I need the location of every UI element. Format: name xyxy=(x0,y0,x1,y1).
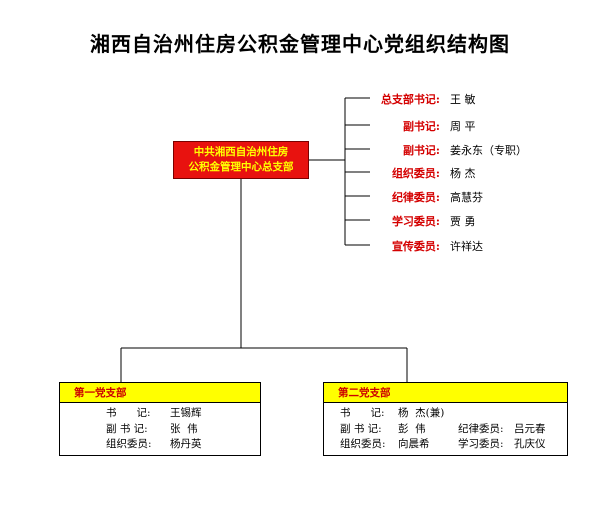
member-role-secondary: 学习委员: xyxy=(458,438,504,450)
committee-name: 高慧芬 xyxy=(450,191,483,204)
connector-lines xyxy=(120,97,408,382)
branch-box-second: 第二党支部 书 记: 杨 杰(兼) 副 书 记: 彭 伟 纪律委员: 吕元春 组… xyxy=(323,382,568,456)
committee-name: 许祥达 xyxy=(450,240,483,253)
branch-member-row: 书 记: 杨 杰(兼) xyxy=(324,406,567,422)
member-role: 书 记: xyxy=(340,407,385,419)
branch-member-row: 副 书 记: 张 伟 xyxy=(60,422,260,438)
member-role: 副 书 记: xyxy=(106,422,148,435)
branch-member-row: 书 记: 王锡辉 xyxy=(60,406,260,422)
committee-role: 纪律委员: xyxy=(391,191,440,204)
committee-role: 副书记: xyxy=(402,120,440,133)
root-line-2: 公积金管理中心总支部 xyxy=(188,161,294,173)
member-name: 杨丹英 xyxy=(170,438,202,450)
branch-title: 第二党支部 xyxy=(324,383,567,403)
committee-name: 杨 杰 xyxy=(450,167,476,180)
committee-name: 周 平 xyxy=(450,120,476,133)
committee-role: 学习委员: xyxy=(391,215,440,228)
member-name: 王锡辉 xyxy=(170,407,202,419)
committee-role: 宣传委员: xyxy=(391,240,440,253)
committee-role: 副书记: xyxy=(402,144,440,157)
branch-member-row: 副 书 记: 彭 伟 纪律委员: 吕元春 xyxy=(324,422,567,438)
member-name: 彭 伟 xyxy=(398,422,426,435)
committee-role: 组织委员: xyxy=(391,167,440,180)
committee-name: 王 敏 xyxy=(450,93,476,106)
member-role: 组织委员: xyxy=(340,438,386,450)
member-role: 书 记: xyxy=(106,407,151,419)
member-role: 组织委员: xyxy=(106,438,152,450)
member-role-secondary: 纪律委员: xyxy=(458,422,504,435)
member-name-secondary: 孔庆仪 xyxy=(514,438,546,450)
branch-box-first: 第一党支部 书 记: 王锡辉 副 书 记: 张 伟 组织委员: 杨丹英 xyxy=(59,382,261,456)
committee-role: 总支部书记: xyxy=(380,93,440,106)
page-title: 湘西自治州住房公积金管理中心党组织结构图 xyxy=(90,32,510,56)
branch-members: 书 记: 王锡辉 副 书 记: 张 伟 组织委员: 杨丹英 xyxy=(60,403,260,453)
member-role: 副 书 记: xyxy=(340,422,382,435)
root-party-branch-box: 中共湘西自治州住房 公积金管理中心总支部 xyxy=(173,141,309,179)
member-name-secondary: 吕元春 xyxy=(514,422,546,435)
member-name: 张 伟 xyxy=(170,422,198,435)
root-line-1: 中共湘西自治州住房 xyxy=(193,146,289,158)
member-name: 向晨希 xyxy=(398,438,430,450)
member-name: 杨 杰(兼) xyxy=(398,407,445,419)
committee-name: 贾 勇 xyxy=(450,215,476,228)
branch-members: 书 记: 杨 杰(兼) 副 书 记: 彭 伟 纪律委员: 吕元春 组织委员: 向… xyxy=(324,403,567,453)
branch-member-row: 组织委员: 向晨希 学习委员: 孔庆仪 xyxy=(324,437,567,453)
branch-member-row: 组织委员: 杨丹英 xyxy=(60,437,260,453)
branch-title: 第一党支部 xyxy=(60,383,260,403)
committee-name: 姜永东（专职） xyxy=(450,144,527,157)
